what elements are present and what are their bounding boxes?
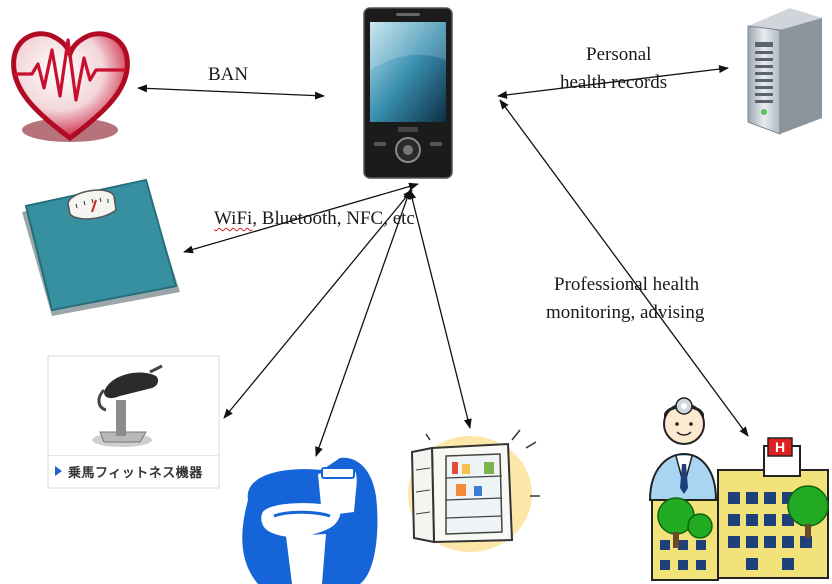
refrigerator-icon (408, 429, 540, 552)
arrow-phone-server (497, 65, 729, 99)
arrow-phone-hospital (499, 99, 749, 437)
caption-triangle-icon (55, 466, 62, 476)
personal-health-records-label-line2: health records (560, 72, 668, 93)
fitness-machine-caption-text: 乗馬フィットネス機器 (68, 466, 203, 481)
bathroom-scale-icon (22, 178, 180, 316)
professional-monitoring-label-line2: monitoring, advising (546, 302, 705, 323)
fitness-machine-caption: 乗馬フィットネス機器 (48, 455, 219, 488)
arrow-heart-phone (137, 84, 325, 100)
ban-label: BAN (208, 64, 249, 85)
toilet-icon (242, 457, 378, 584)
wireless-protocols-label: WiFi, Bluetooth, NFC, etc (214, 208, 415, 230)
professional-monitoring-label-line1: Professional health (554, 274, 700, 295)
personal-health-records-label-line1: Personal (586, 44, 652, 65)
doctor-hospital-icon: H (648, 397, 829, 581)
connection-arrows (137, 65, 749, 457)
svg-text:H: H (775, 439, 785, 455)
arrow-phone-fridge (408, 189, 472, 429)
arrow-phone-toilet (315, 189, 411, 457)
heart-ecg-icon (11, 31, 130, 142)
server-tower-icon (747, 8, 822, 135)
smartphone-icon (363, 7, 453, 179)
wireless-rest-text: , Bluetooth, NFC, etc (252, 208, 415, 229)
horse-riding-fitness-machine-icon (47, 355, 220, 489)
wifi-text: WiFi (214, 208, 253, 229)
